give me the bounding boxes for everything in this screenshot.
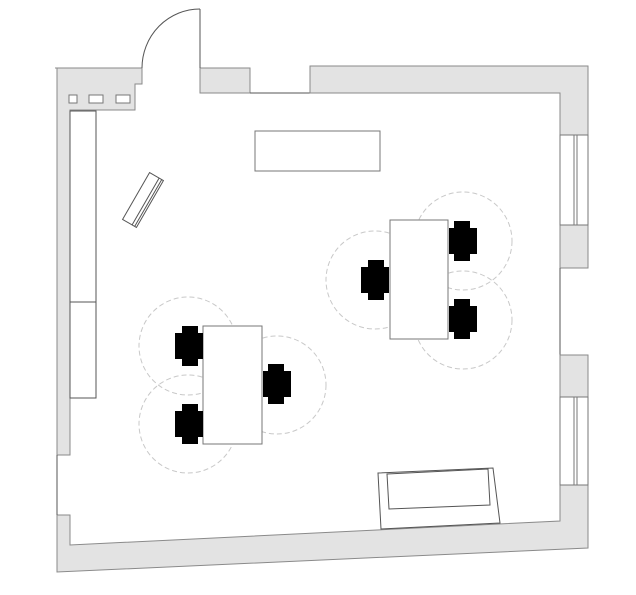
chair (449, 299, 477, 339)
table (254, 130, 381, 172)
window-upper (559, 134, 589, 226)
sofa (377, 467, 501, 530)
wall-right-2 (559, 354, 589, 398)
window-glass (573, 396, 578, 486)
wall-top-right (309, 65, 589, 136)
wall-niche-2 (88, 94, 104, 104)
chair (175, 404, 203, 444)
chair (263, 364, 291, 404)
chair (175, 326, 203, 366)
walls (55, 65, 589, 573)
window-lower (559, 396, 589, 486)
door[interactable] (141, 8, 201, 69)
wall-niche-3 (115, 94, 131, 104)
desk-right (389, 219, 449, 340)
window-glass (573, 134, 578, 226)
wall-right-1 (559, 224, 589, 269)
door-swing-arc (141, 8, 201, 69)
wall-niche-1 (68, 94, 78, 104)
wall-top-middle (199, 67, 251, 94)
desk-left (202, 325, 263, 445)
shelf-upper (69, 110, 97, 303)
bench (121, 171, 165, 229)
wall-top-left (55, 67, 143, 456)
chair (449, 221, 477, 261)
wall-bottom (56, 484, 589, 573)
chair (361, 260, 389, 300)
shelf-lower (69, 301, 97, 399)
